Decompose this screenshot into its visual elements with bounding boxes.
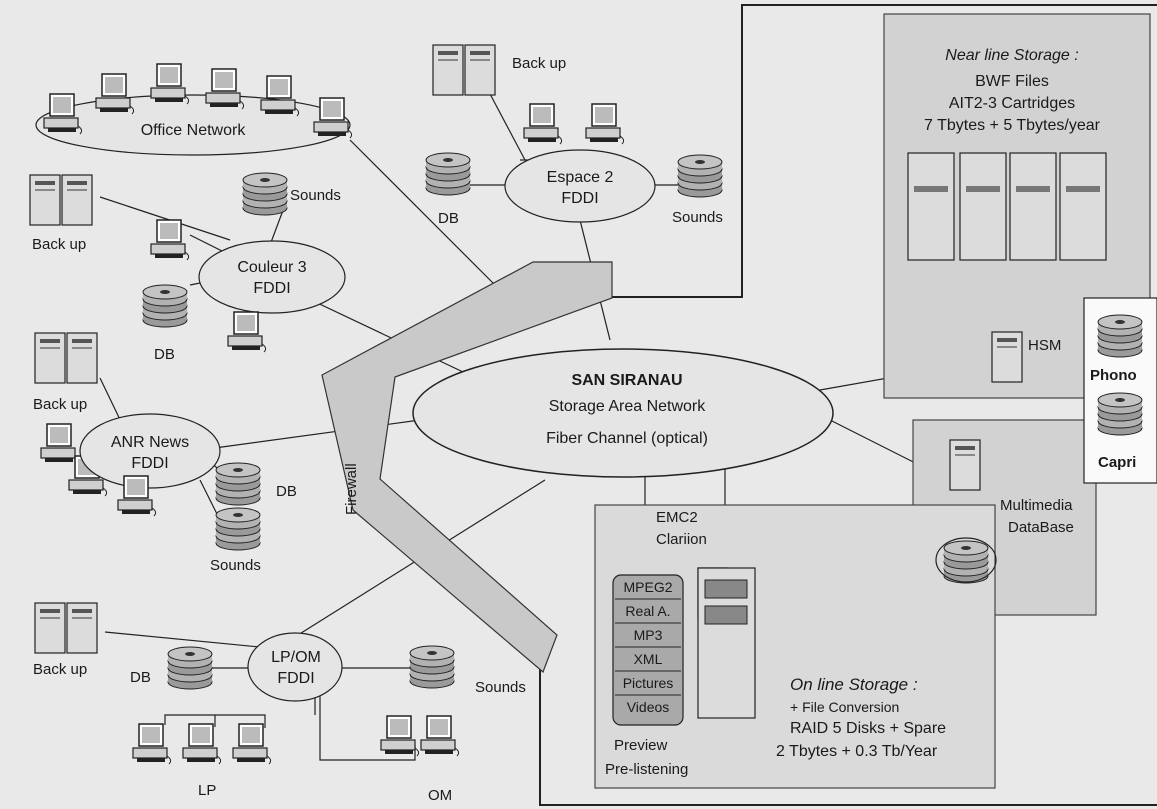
format-label: Real A.	[625, 603, 670, 619]
capri-disk	[1097, 392, 1143, 436]
couleur-pc-1	[150, 219, 190, 261]
nearline-line1: BWF Files	[975, 73, 1049, 90]
espace-line2: FDDI	[561, 190, 598, 207]
espace-db-disk	[425, 152, 471, 196]
multimedia-line2: DataBase	[1008, 519, 1074, 536]
office-pc-3	[150, 63, 190, 105]
couleur-db-label: DB	[154, 346, 175, 363]
nearline-line3: 7 Tbytes + 5 Tbytes/year	[924, 117, 1101, 134]
couleur-line1: Couleur 3	[237, 259, 306, 276]
couleur-ellipse	[198, 240, 346, 314]
multimedia-line1: Multimedia	[1000, 497, 1073, 514]
om-pc-2	[420, 715, 460, 757]
preview-line2: Pre-listening	[605, 761, 688, 778]
san-medium: Fiber Channel (optical)	[546, 430, 708, 447]
office-pc-5	[260, 75, 300, 117]
lp-pc-2	[182, 723, 222, 765]
phono-label: Phono	[1090, 367, 1137, 384]
anr-ellipse	[79, 413, 221, 489]
emc-line2: Clariion	[656, 531, 707, 548]
preview-line1: Preview	[614, 737, 668, 754]
capri-label: Capri	[1098, 454, 1136, 471]
couleur-sounds-disk	[242, 172, 288, 216]
anr-db-label: DB	[276, 483, 297, 500]
multimedia-server	[949, 439, 981, 491]
san-subtitle: Storage Area Network	[549, 398, 707, 415]
office-pc-2	[95, 73, 135, 115]
anr-pc-1	[40, 423, 80, 465]
secure-zone-border-bottom	[539, 640, 1157, 806]
multimedia-disk	[943, 540, 989, 584]
online-line2: RAID 5 Disks + Spare	[790, 720, 946, 737]
san-ellipse	[412, 348, 834, 478]
couleur-backup-server	[30, 175, 92, 225]
nearline-title: Near line Storage :	[945, 47, 1078, 64]
couleur-backup-label: Back up	[32, 236, 86, 253]
lpom-line1: LP/OM	[271, 649, 321, 666]
multimedia-disk-ring	[935, 537, 997, 583]
lpom-ellipse	[247, 632, 343, 702]
espace-line1: Espace 2	[547, 169, 614, 186]
office-pc-4	[205, 68, 245, 110]
om-pc-1	[380, 715, 420, 757]
anr-sounds-disk	[215, 507, 261, 551]
couleur-sounds-label: Sounds	[290, 187, 341, 204]
lpom-sounds-disk	[409, 645, 455, 689]
san-title: SAN SIRANAU	[571, 372, 682, 389]
lpom-line2: FDDI	[277, 670, 314, 687]
office-network-label: Office Network	[141, 122, 247, 139]
couleur-pc-2	[227, 311, 267, 353]
format-label: Videos	[627, 699, 670, 715]
espace-backup-label: Back up	[512, 55, 566, 72]
online-line1: + File Conversion	[790, 699, 899, 715]
espace-pc-1	[523, 103, 563, 145]
hsm-label: HSM	[1028, 337, 1061, 354]
secure-zone-border	[540, 4, 1157, 298]
lp-pc-3	[232, 723, 272, 765]
espace-pc-2	[585, 103, 625, 145]
espace-ellipse	[504, 149, 656, 223]
lpom-backup-label: Back up	[33, 661, 87, 678]
anr-backup-label: Back up	[33, 396, 87, 413]
format-label: MP3	[634, 627, 663, 643]
anr-db-disk	[215, 462, 261, 506]
lp-label: LP	[198, 782, 216, 799]
lpom-db-disk	[167, 646, 213, 690]
nearline-line2: AIT2-3 Cartridges	[949, 95, 1075, 112]
couleur-db-disk	[142, 284, 188, 328]
espace-sounds-label: Sounds	[672, 209, 723, 226]
tape-library	[907, 152, 1107, 261]
lpom-backup-server	[35, 603, 97, 653]
lpom-db-label: DB	[130, 669, 151, 686]
anr-sounds-label: Sounds	[210, 557, 261, 574]
hsm-server	[991, 331, 1023, 383]
format-stack	[612, 574, 684, 726]
espace-backup-server	[433, 45, 495, 95]
emc-drive-1	[704, 579, 748, 599]
om-label: OM	[428, 787, 452, 804]
lpom-sounds-label: Sounds	[475, 679, 526, 696]
format-label: XML	[634, 651, 663, 667]
couleur-line2: FDDI	[253, 280, 290, 297]
online-line3: 2 Tbytes + 0.3 Tb/Year	[776, 743, 938, 760]
anr-line2: FDDI	[131, 455, 168, 472]
espace-sounds-disk	[677, 154, 723, 198]
format-label: MPEG2	[623, 579, 672, 595]
anr-backup-server	[35, 333, 97, 383]
lp-pc-1	[132, 723, 172, 765]
espace-db-label: DB	[438, 210, 459, 227]
emc-line1: EMC2	[656, 509, 698, 526]
firewall-label: Firewall	[343, 463, 360, 515]
format-label: Pictures	[623, 675, 674, 691]
phono-disk	[1097, 314, 1143, 358]
emc-drive-2	[704, 605, 748, 625]
online-title: On line Storage :	[790, 675, 918, 694]
firewall-band	[321, 261, 613, 674]
anr-line1: ANR News	[111, 434, 189, 451]
